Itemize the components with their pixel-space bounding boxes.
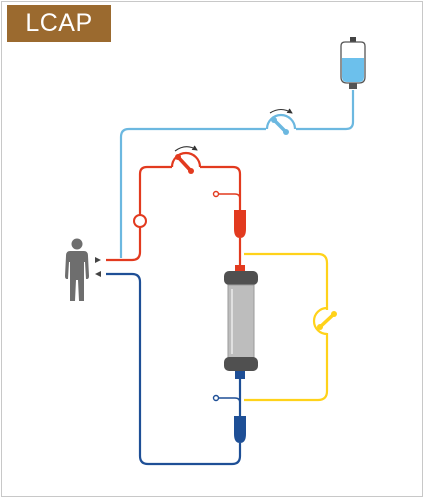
diagram-title: LCAP (7, 5, 111, 42)
outflow-arrow-icon (95, 257, 101, 263)
venous-sample-port (212, 394, 220, 402)
adsorption-column (224, 265, 258, 379)
blood-pump (170, 145, 202, 174)
inflow-arrow-icon (95, 271, 101, 277)
heparin-branch (218, 193, 241, 200)
venous-drip-chamber (234, 416, 246, 443)
filtrate-pump (312, 306, 337, 336)
pressure-monitor-circle (133, 214, 147, 228)
heparin-port (212, 190, 220, 198)
saline-bag-icon (340, 37, 366, 89)
saline-line (119, 90, 355, 258)
saline-pump (265, 108, 297, 135)
arterial-line (106, 165, 242, 262)
filtrate-line (244, 252, 329, 402)
patient-figure (65, 238, 89, 301)
venous-line (106, 272, 242, 466)
venous-sample-branch (218, 397, 241, 404)
arterial-drip-chamber (234, 210, 246, 266)
